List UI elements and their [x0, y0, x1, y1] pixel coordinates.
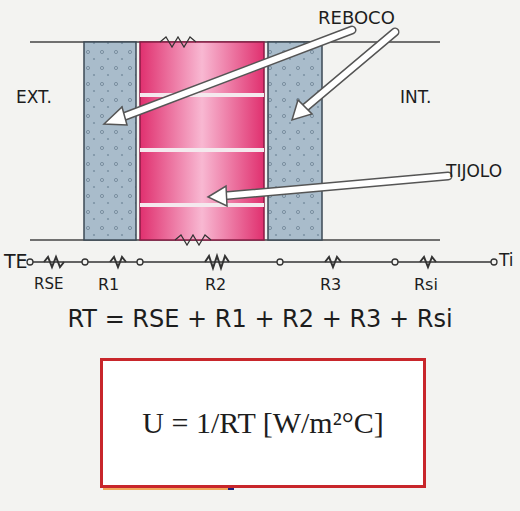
plaster-layer	[84, 42, 136, 240]
plaster-layer	[268, 42, 322, 240]
formula-text: U = 1/RT [W/m²°C]	[142, 406, 383, 440]
resistor-label: R2	[205, 276, 226, 294]
leader-arrow	[292, 32, 395, 120]
resistor-symbol	[160, 37, 196, 47]
leader-arrow	[104, 30, 352, 125]
mortar-joints	[140, 95, 264, 205]
junction-dot	[27, 259, 497, 265]
formula-box: U = 1/RT [W/m²°C]	[100, 358, 426, 488]
resistor-chain	[30, 256, 494, 268]
terminal-label: TE	[4, 251, 28, 272]
side-label: INT.	[400, 88, 432, 107]
resistor-symbol	[175, 235, 211, 245]
resistor-label: R3	[320, 276, 341, 294]
side-label: EXT.	[16, 88, 52, 107]
formula-text: RT = RSE + R1 + R2 + R3 + Rsi	[67, 306, 452, 332]
resistor-label: Rsi	[414, 276, 438, 294]
resistor-label: R1	[98, 276, 119, 294]
terminal-label: Ti	[499, 251, 514, 270]
leader-arrow	[208, 176, 448, 206]
part-label: TIJOLO	[446, 162, 502, 181]
part-label: REBOCO	[318, 8, 395, 28]
resistor-label: RSE	[34, 276, 63, 293]
